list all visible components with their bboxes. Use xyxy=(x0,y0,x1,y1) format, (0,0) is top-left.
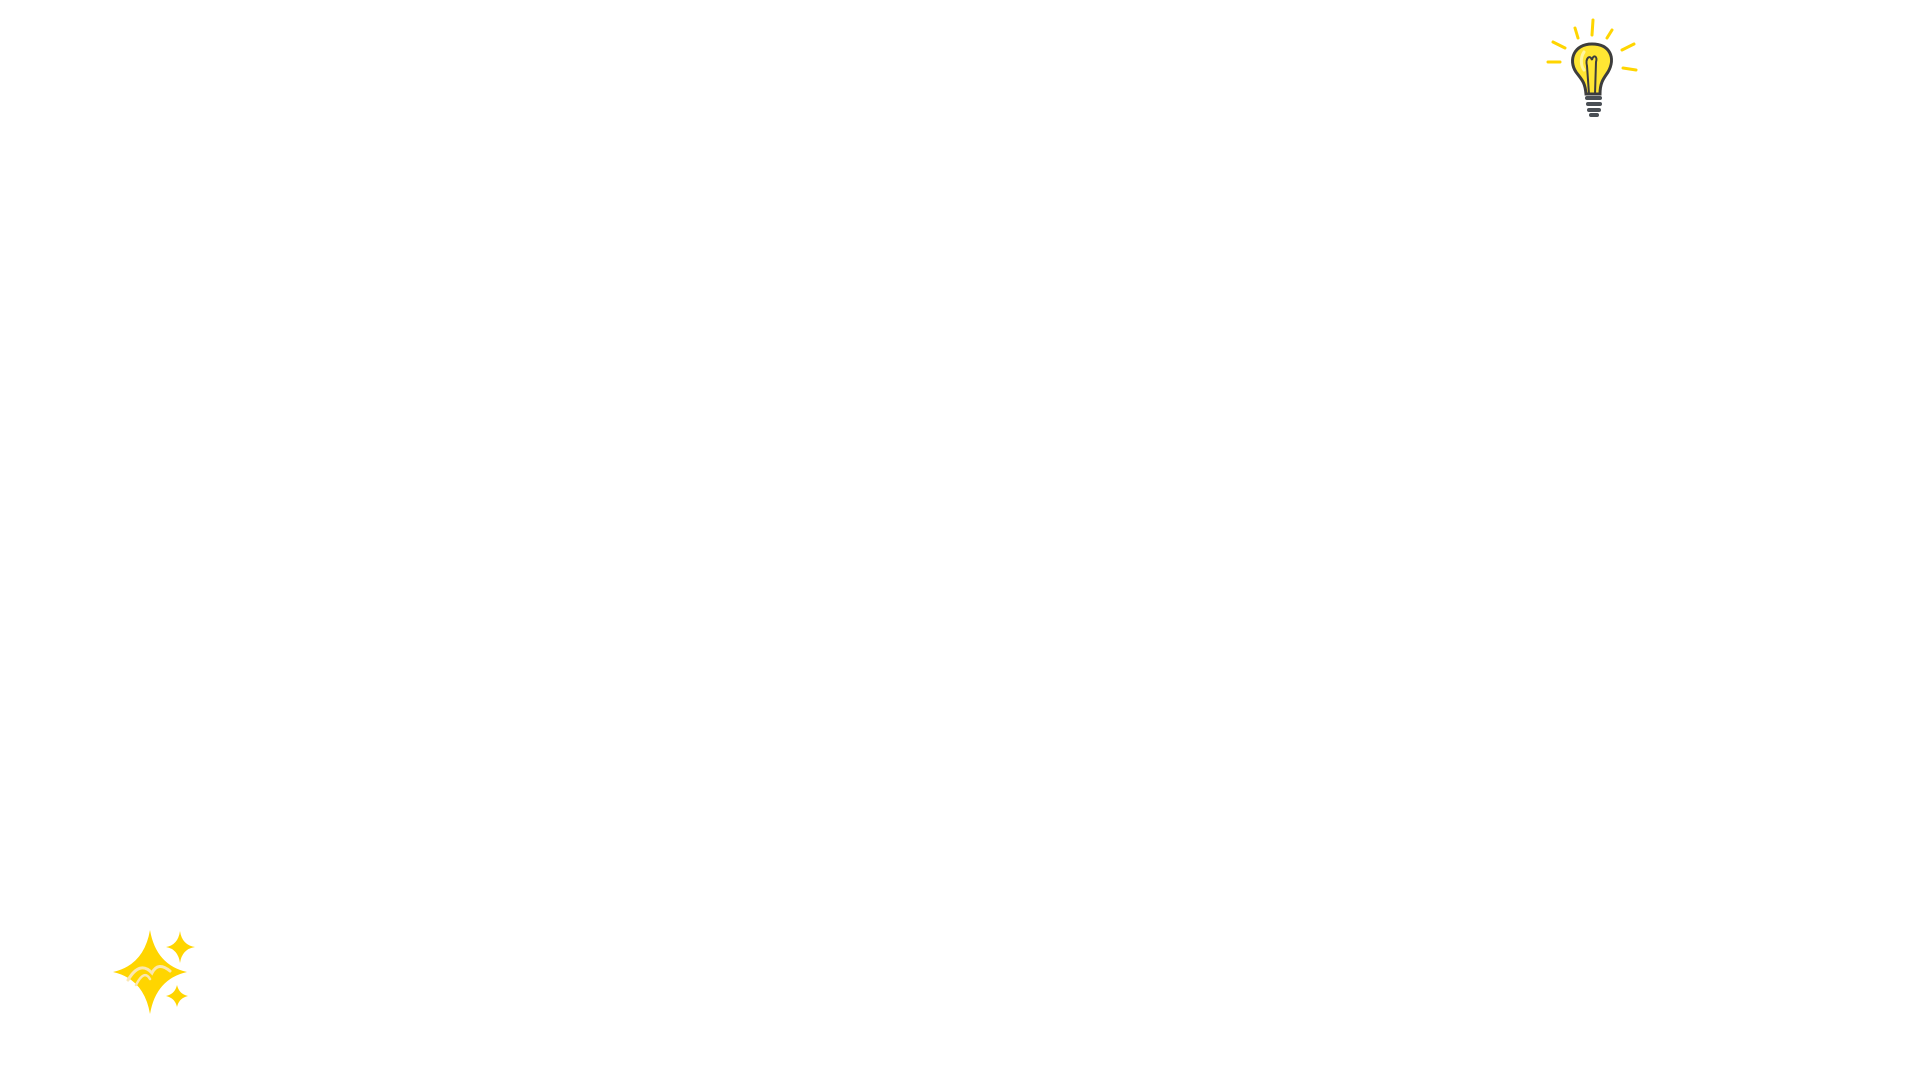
sparkles-icon xyxy=(100,915,210,1025)
lightbulb-icon xyxy=(1540,10,1660,130)
